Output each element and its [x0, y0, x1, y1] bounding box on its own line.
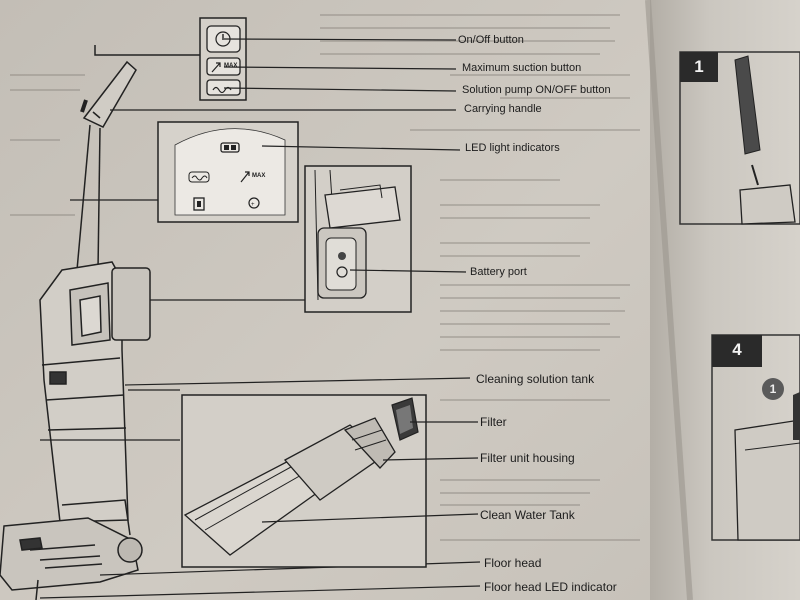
leader-lines [110, 38, 471, 386]
label-max-suction: Maximum suction button [462, 62, 582, 74]
label-battery-port: Battery port [470, 266, 527, 278]
step-number-4: 4 [712, 335, 762, 367]
vacuum-body [39, 261, 180, 536]
svg-text:+: + [251, 202, 255, 208]
filter-tank-drawing [181, 394, 479, 568]
led-max-text: MAX [252, 173, 266, 179]
label-cleaning-solution-tank: Cleaning solution tank [476, 372, 595, 386]
label-led-indicators: LED light indicators [465, 142, 560, 154]
label-carrying-handle: Carrying handle [464, 103, 542, 115]
step-number-1: 1 [680, 52, 718, 82]
handle-drawing [76, 45, 200, 271]
faded-background-text [10, 14, 640, 541]
battery-port-drawing [150, 165, 412, 313]
label-solution-pump: Solution pump ON/OFF button [462, 84, 611, 96]
label-floor-head-led: Floor head LED indicator [484, 580, 617, 594]
label-filter-unit-housing: Filter unit housing [480, 451, 575, 465]
floor-head-drawing [0, 517, 481, 600]
led-panel: + [70, 121, 299, 223]
page-fold [645, 0, 693, 600]
max-button-text: MAX [224, 63, 238, 69]
label-filter: Filter [480, 415, 507, 429]
step-illustrations [679, 51, 800, 541]
control-panel [199, 17, 247, 101]
circle-marker-1: 1 [762, 378, 784, 400]
label-clean-water-tank: Clean Water Tank [480, 508, 575, 522]
label-floor-head: Floor head [484, 556, 542, 570]
label-on-off: On/Off button [458, 34, 524, 46]
